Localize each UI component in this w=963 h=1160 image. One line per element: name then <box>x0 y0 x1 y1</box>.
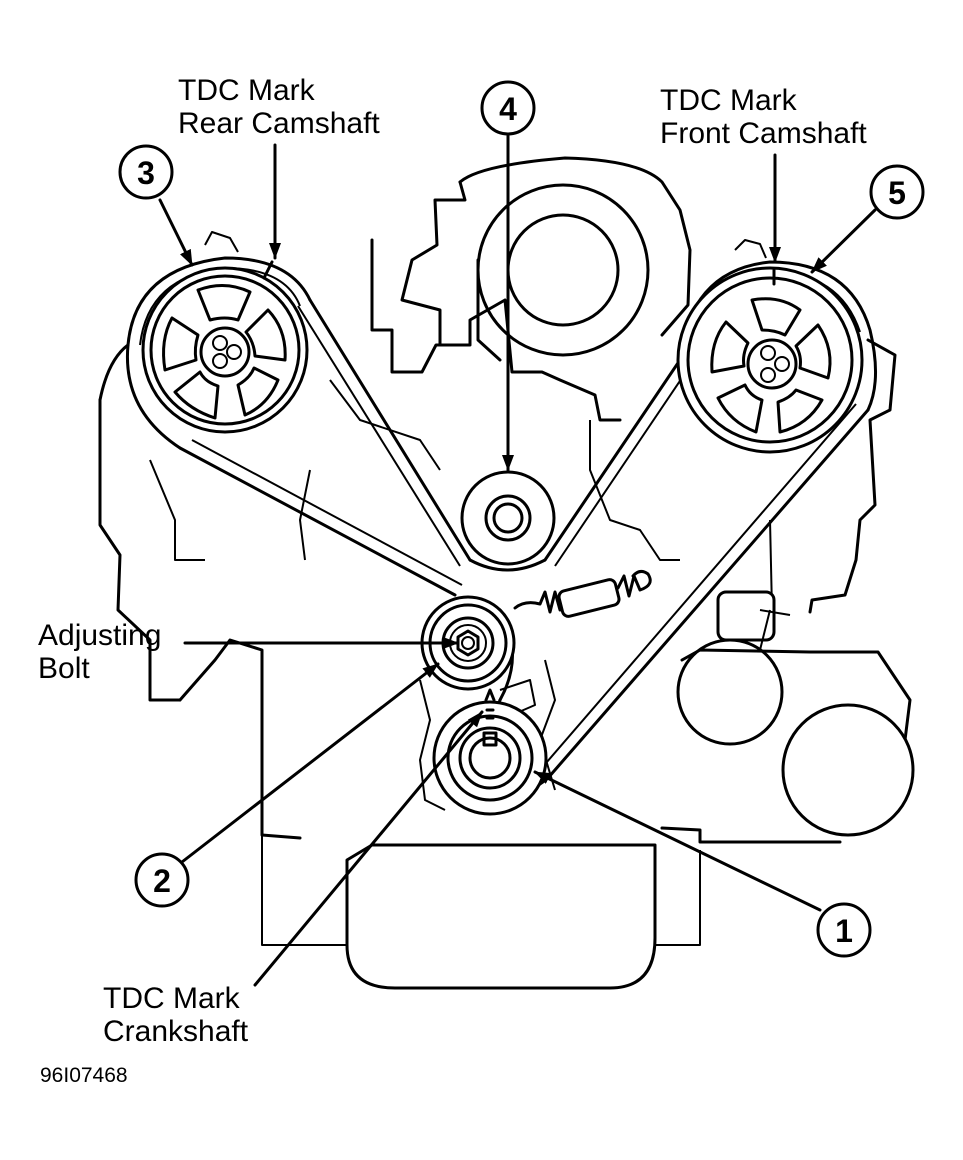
crankshaft-sprocket <box>432 688 548 816</box>
callout-2: 2 <box>134 852 190 908</box>
idler-pulley <box>460 470 556 566</box>
callout-4-number: 4 <box>499 91 517 127</box>
callout-3-number: 3 <box>137 155 155 191</box>
tensioner-spring <box>513 569 652 618</box>
engine-block <box>98 156 915 990</box>
callout-1: 1 <box>816 902 872 958</box>
label-adjusting-bolt: Adjusting Bolt <box>38 619 161 685</box>
label-tdc-rear-camshaft: TDC Mark Rear Camshaft <box>178 74 380 140</box>
tdc-rear-line1: TDC Mark <box>178 74 316 107</box>
label-tdc-front-camshaft: TDC Mark Front Camshaft <box>660 84 867 150</box>
label-tdc-crankshaft: TDC Mark Crankshaft <box>103 982 249 1048</box>
callout-3: 3 <box>118 144 174 200</box>
pointer-lines <box>158 128 877 987</box>
tdc-front-line2: Front Camshaft <box>660 117 867 150</box>
adjusting-bolt-line1: Adjusting <box>38 619 161 652</box>
callout-2-number: 2 <box>153 863 171 899</box>
adjusting-bolt-line2: Bolt <box>38 652 90 685</box>
rear-sprocket-spokes <box>162 284 287 420</box>
tdc-rear-line2: Rear Camshaft <box>178 107 380 140</box>
tdc-crank-line2: Crankshaft <box>103 1015 249 1048</box>
figure-reference: 96I07468 <box>40 1064 128 1087</box>
tdc-crank-line1: TDC Mark <box>103 982 241 1015</box>
front-sprocket-spokes <box>710 297 832 434</box>
rear-camshaft-sprocket <box>141 231 309 434</box>
tdc-front-line1: TDC Mark <box>660 84 798 117</box>
callout-5-number: 5 <box>888 175 906 211</box>
callout-5: 5 <box>869 164 925 220</box>
front-camshaft-sprocket <box>676 239 864 454</box>
callout-1-number: 1 <box>835 913 853 949</box>
callout-4: 4 <box>480 80 536 136</box>
